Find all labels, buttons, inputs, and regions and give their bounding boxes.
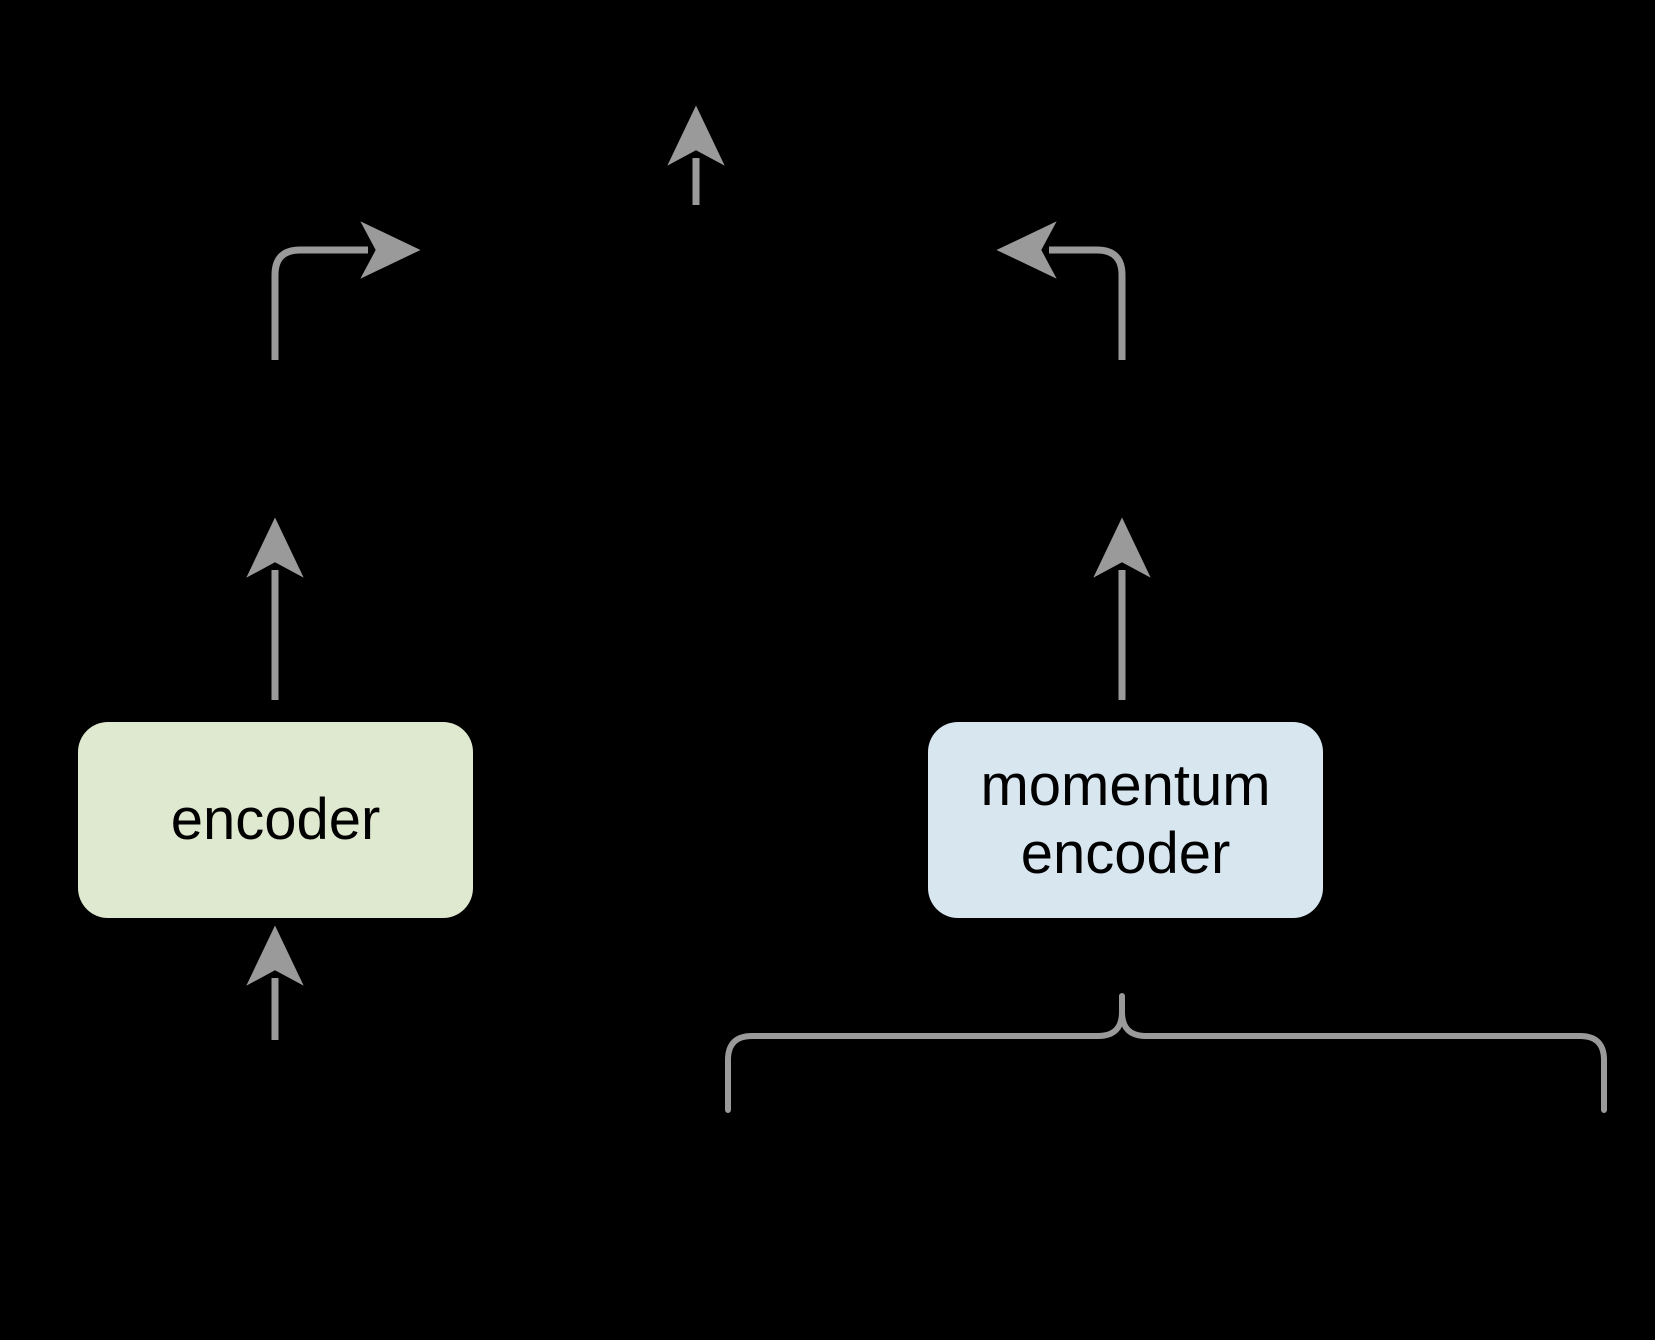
encoder-node[interactable]: encoder [78, 722, 473, 918]
momentum-input-brace [725, 993, 1607, 1113]
momentum-elbow-arrow [996, 221, 1126, 360]
momentum-encoder-node[interactable]: momentum encoder [928, 722, 1323, 918]
encoder-elbow-arrow [271, 221, 421, 360]
